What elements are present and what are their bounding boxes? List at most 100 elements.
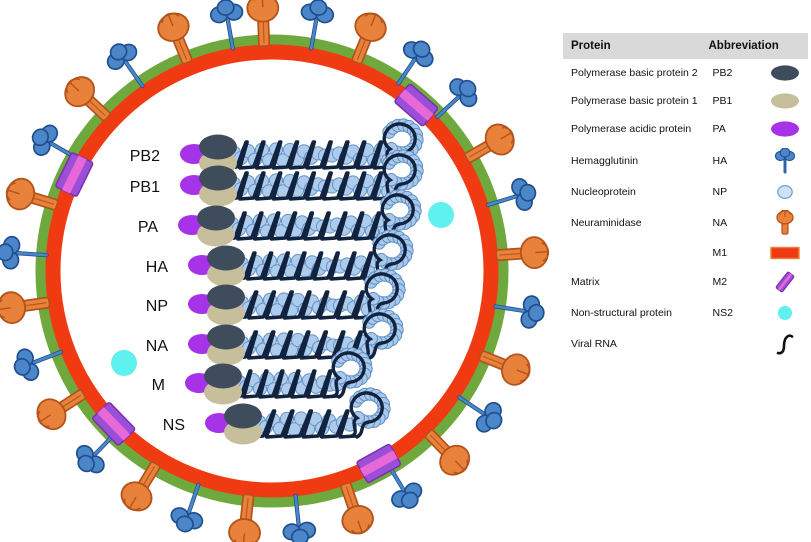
legend-protein-name: Matrix — [571, 276, 600, 288]
rnp-label-m: M — [152, 377, 165, 394]
legend-icon-cell — [755, 327, 808, 361]
legend-abbreviation: PB2 — [712, 67, 733, 79]
legend-icon-cell — [755, 87, 808, 115]
legend-protein-name: Nucleoprotein — [571, 186, 636, 198]
m1-red-bar-icon — [770, 246, 801, 260]
rnp-terminal-loop — [380, 193, 415, 241]
rnp-segment — [178, 189, 422, 247]
ns2-cyan-dot-icon — [776, 304, 794, 322]
polymerase-complex — [188, 245, 245, 287]
polymerase-complex — [188, 324, 245, 366]
legend-icon-cell — [755, 143, 808, 179]
rnp-segment — [188, 229, 414, 287]
viral-rna-strand — [226, 290, 372, 320]
legend-header-protein: Protein — [563, 33, 705, 59]
viral-rna-curve-icon — [774, 332, 796, 356]
rnp-terminal-loop — [331, 351, 366, 399]
pb2-oval — [199, 165, 237, 191]
rnp-segment — [180, 118, 424, 176]
legend-row: Hemagglutinin HA — [563, 143, 808, 179]
legend-protein-name: Viral RNA — [571, 338, 617, 350]
legend-icon-cell — [755, 205, 808, 241]
viral-rna-strand — [243, 409, 357, 439]
legend-header-row: Protein Abbreviation — [563, 33, 808, 59]
rnp-segment — [188, 268, 406, 326]
rnp-label-pa: PA — [138, 219, 158, 236]
viral-rna-strand — [226, 330, 370, 360]
legend-abbreviation: M2 — [712, 276, 728, 288]
ns2-dot — [428, 202, 454, 228]
legend-protein-name: Polymerase basic protein 2 — [571, 67, 698, 79]
m2-channel-icon — [773, 270, 797, 294]
rnp-segment — [185, 347, 373, 405]
ns2-dot — [111, 350, 137, 376]
ha-spike-icon — [772, 147, 798, 174]
rnp-label-na: NA — [146, 338, 169, 355]
legend-protein-name — [563, 241, 704, 265]
legend-row: Polymerase basic protein 2 PB2 — [563, 59, 808, 87]
legend-header-abbreviation: Abbreviation — [704, 33, 808, 59]
legend-icon-cell — [755, 179, 808, 205]
legend-protein-name: Neuraminidase — [571, 217, 642, 229]
polymerase-complex — [185, 363, 242, 405]
viral-rna-strand — [218, 171, 390, 201]
legend-protein-name: Hemagglutinin — [571, 155, 639, 167]
legend-icon-cell — [755, 241, 808, 265]
polymerase-complex — [205, 403, 262, 445]
legend-row: Polymerase basic protein 1 PB1 — [563, 87, 808, 115]
pb2-oval — [197, 205, 235, 231]
polymerase-complex — [178, 205, 235, 247]
rnp-label-ha: HA — [146, 259, 169, 276]
polymerase-complex — [180, 165, 237, 207]
legend-protein-name: Polymerase acidic protein — [571, 123, 692, 135]
legend-row: Neuraminidase NA — [563, 205, 808, 241]
legend-abbreviation: NP — [712, 186, 728, 198]
oval-khaki-icon — [770, 92, 800, 110]
rnp-label-ns: NS — [163, 417, 185, 434]
rnp-label-pb2: PB2 — [130, 148, 160, 165]
legend-abbreviation — [704, 327, 754, 361]
legend-abbreviation: M1 — [712, 247, 728, 259]
protein-legend: Protein Abbreviation Polymerase basic pr… — [563, 33, 808, 361]
legend-abbreviation: PB1 — [712, 95, 733, 107]
oval-purple-icon — [770, 120, 800, 138]
legend-icon-cell — [755, 265, 808, 299]
rnp-terminal-loop — [362, 312, 397, 360]
pb2-oval — [207, 284, 245, 310]
rnp-label-np: NP — [146, 298, 168, 315]
pb2-oval — [207, 245, 245, 271]
pb2-oval — [207, 324, 245, 350]
rnp-terminal-loop — [364, 272, 399, 320]
nucleoprotein-circle-icon — [776, 184, 794, 200]
matrix-m1-layer — [45, 44, 499, 498]
legend-row: Non-structural protein NS2 — [563, 299, 808, 327]
legend-row: Viral RNA — [563, 327, 808, 361]
oval-dark-slate-icon — [770, 64, 800, 82]
legend-protein-name: Non-structural protein — [571, 307, 672, 319]
legend-icon-cell — [755, 115, 808, 143]
pb2-oval — [224, 403, 262, 429]
lipid-bilayer — [35, 34, 509, 508]
viral-rna-strand — [216, 211, 388, 241]
rnp-terminal-loop — [372, 233, 407, 281]
legend-abbreviation: NS2 — [712, 307, 733, 319]
legend-protein-name: Polymerase basic protein 1 — [571, 95, 698, 107]
legend-abbreviation: NA — [712, 217, 728, 229]
legend-abbreviation: HA — [712, 155, 728, 167]
legend-icon-cell — [755, 299, 808, 327]
rnp-terminal-loop — [382, 153, 417, 201]
rnp-segment — [180, 149, 424, 207]
rnp-segment — [205, 387, 391, 445]
rnp-terminal-loop — [349, 391, 384, 439]
viral-rna-strand — [226, 251, 380, 281]
rnp-label-pb1: PB1 — [130, 179, 160, 196]
rnp-segment — [188, 308, 404, 366]
legend-icon-cell — [755, 59, 808, 87]
viral-rna-strand — [223, 369, 339, 399]
legend-row: Matrix M2 — [563, 265, 808, 299]
